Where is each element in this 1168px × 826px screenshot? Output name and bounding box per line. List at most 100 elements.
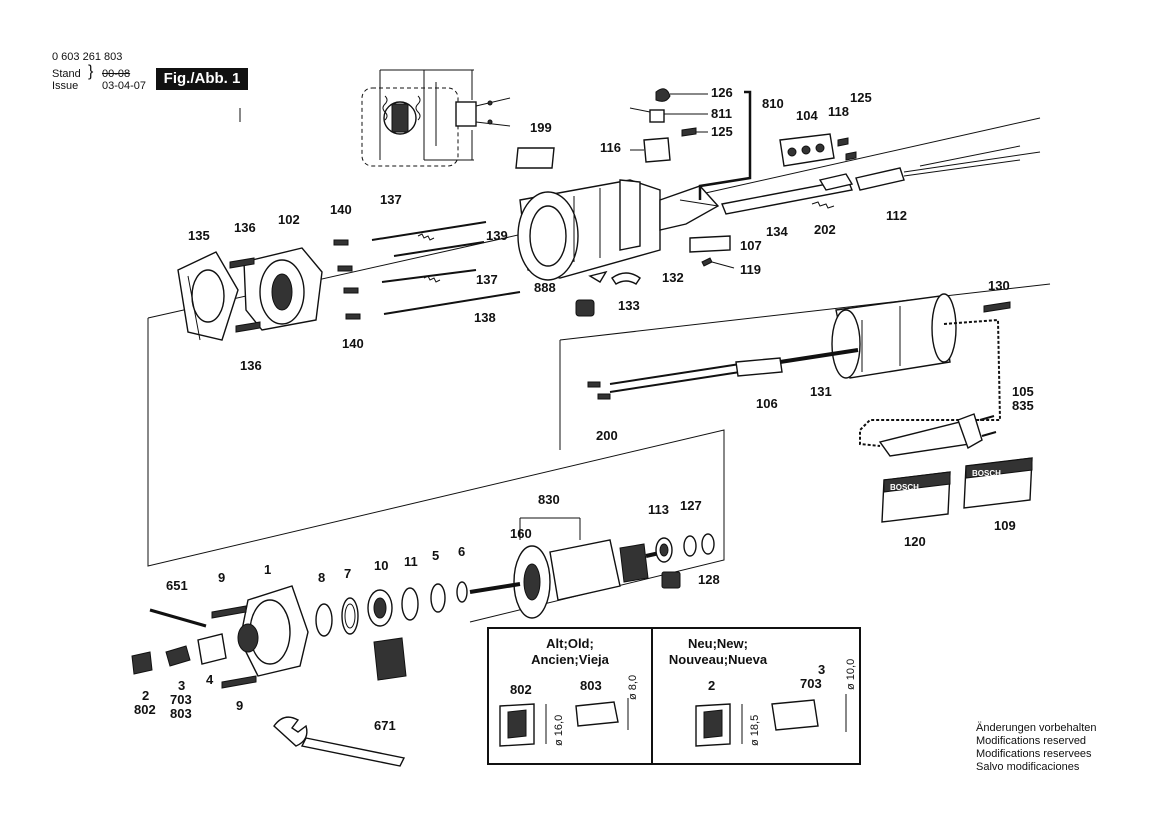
- brace-symbol: }: [88, 63, 94, 80]
- label-9-a: 9: [218, 570, 225, 585]
- part-199-label-plate: [515, 147, 555, 169]
- label-888: 888: [534, 280, 556, 295]
- part-671-wrench: [273, 716, 406, 767]
- label-131: 131: [810, 384, 832, 399]
- part-125-screw: [681, 127, 708, 137]
- inset-new-part-b2: 703: [800, 676, 822, 691]
- part-200-sleeves: [587, 381, 611, 400]
- part-134-rod: [721, 173, 854, 215]
- inset-old-part-a: 802: [510, 682, 532, 697]
- part-8-seal: [315, 603, 333, 637]
- part-137-wire-lower: [381, 269, 477, 283]
- inset-new-dim-a: ø 18,5: [749, 715, 761, 746]
- part-139-wire: [393, 241, 485, 257]
- label-106: 106: [756, 396, 778, 411]
- label-671: 671: [374, 718, 396, 733]
- label-7: 7: [344, 566, 351, 581]
- part-112-cable-cover: [855, 145, 1041, 191]
- issue-label: Issue: [52, 80, 79, 92]
- part-125-screw-right: [845, 151, 857, 161]
- collet-comparison-inset: [487, 627, 861, 765]
- label-134: 134: [766, 224, 788, 239]
- label-127: 127: [680, 498, 702, 513]
- part-127-washer: [683, 535, 697, 557]
- label-202: 202: [814, 222, 836, 237]
- part-118-screw: [837, 137, 849, 147]
- part-104-terminal-block: [779, 133, 835, 167]
- label-107: 107: [740, 238, 762, 253]
- label-8: 8: [318, 570, 325, 585]
- plate-109-brand: BOSCH: [972, 469, 1001, 478]
- part-105-power-cord: [859, 318, 1002, 457]
- part-138-wire: [383, 291, 521, 315]
- label-140-b: 140: [342, 336, 364, 351]
- label-132: 132: [662, 270, 684, 285]
- footer-line-fr: Modifications reservees: [976, 748, 1092, 760]
- footer-line-es: Salvo modificaciones: [976, 761, 1080, 773]
- part-107-bracket: [689, 235, 731, 253]
- part-113-bearing: [655, 537, 673, 563]
- label-160: 160: [510, 526, 532, 541]
- label-119: 119: [740, 262, 761, 277]
- part-136-screws: [229, 257, 261, 333]
- part-888-motor-housing: [517, 179, 720, 281]
- inset-old-dim-b: ø 8,0: [627, 675, 639, 700]
- part-133-brush-holder: [575, 299, 595, 317]
- label-137-b: 137: [476, 272, 498, 287]
- inset-new-part-b1: 3: [818, 662, 825, 677]
- part-9-screw-lower: [221, 675, 257, 689]
- part-126-spring: [655, 88, 708, 102]
- part-1-flange: [237, 585, 309, 677]
- part-106-cable: [609, 348, 859, 393]
- label-3: 3: [178, 678, 185, 693]
- inset-new-dim-b: ø 10,0: [845, 659, 857, 690]
- inset-old-dim-a: ø 16,0: [553, 715, 565, 746]
- part-4-sleeve: [197, 633, 227, 665]
- inset-new-title-1: Neu;New;: [688, 636, 748, 651]
- part-131-motor-cover: [831, 293, 957, 379]
- label-9-b: 9: [236, 698, 243, 713]
- part-6-ring: [456, 581, 468, 603]
- label-200: 200: [596, 428, 618, 443]
- part-132-clip: [611, 272, 641, 285]
- part-3-collet: [165, 645, 191, 667]
- part-160-fan: [513, 545, 551, 619]
- label-104: 104: [796, 108, 818, 123]
- label-199: 199: [530, 120, 552, 135]
- label-2: 2: [142, 688, 149, 703]
- label-116: 116: [600, 140, 621, 155]
- part-102-field-stator: [243, 247, 323, 331]
- figure-label: Fig./Abb. 1: [156, 68, 248, 90]
- label-136-b: 136: [240, 358, 262, 373]
- label-140-a: 140: [330, 202, 352, 217]
- part-7-washer: [341, 597, 359, 635]
- inset-old-title-2: Ancien;Vieja: [531, 652, 610, 667]
- label-830: 830: [538, 492, 560, 507]
- label-1: 1: [264, 562, 271, 577]
- label-136-a: 136: [234, 220, 256, 235]
- label-139: 139: [486, 228, 508, 243]
- part-9-screw-upper: [211, 605, 247, 619]
- part-10-bearing: [367, 589, 393, 627]
- inset-labels: Alt;Old; Ancien;Vieja Neu;New; Nouveau;N…: [510, 636, 857, 746]
- label-125-a: 125: [711, 124, 733, 139]
- label-113: 113: [648, 502, 669, 517]
- part-11-ring: [401, 587, 419, 621]
- label-137-a: 137: [380, 192, 402, 207]
- label-135: 135: [188, 228, 210, 243]
- label-118: 118: [828, 104, 849, 119]
- label-803: 803: [170, 706, 192, 721]
- label-651: 651: [166, 578, 188, 593]
- label-10: 10: [374, 558, 388, 573]
- part-140-connectors: [333, 239, 361, 320]
- callout-labels: 126 811 125 810 125 104 118 199 116 112 …: [134, 85, 1034, 733]
- part-830-armature: [469, 539, 665, 601]
- part-brush-block: [661, 571, 681, 589]
- label-102: 102: [278, 212, 300, 227]
- label-120: 120: [904, 534, 926, 549]
- label-112: 112: [886, 208, 907, 223]
- part-5-circlip: [430, 583, 446, 613]
- label-105: 105: [1012, 384, 1034, 399]
- label-5: 5: [432, 548, 439, 563]
- inset-new-part-a: 2: [708, 678, 715, 693]
